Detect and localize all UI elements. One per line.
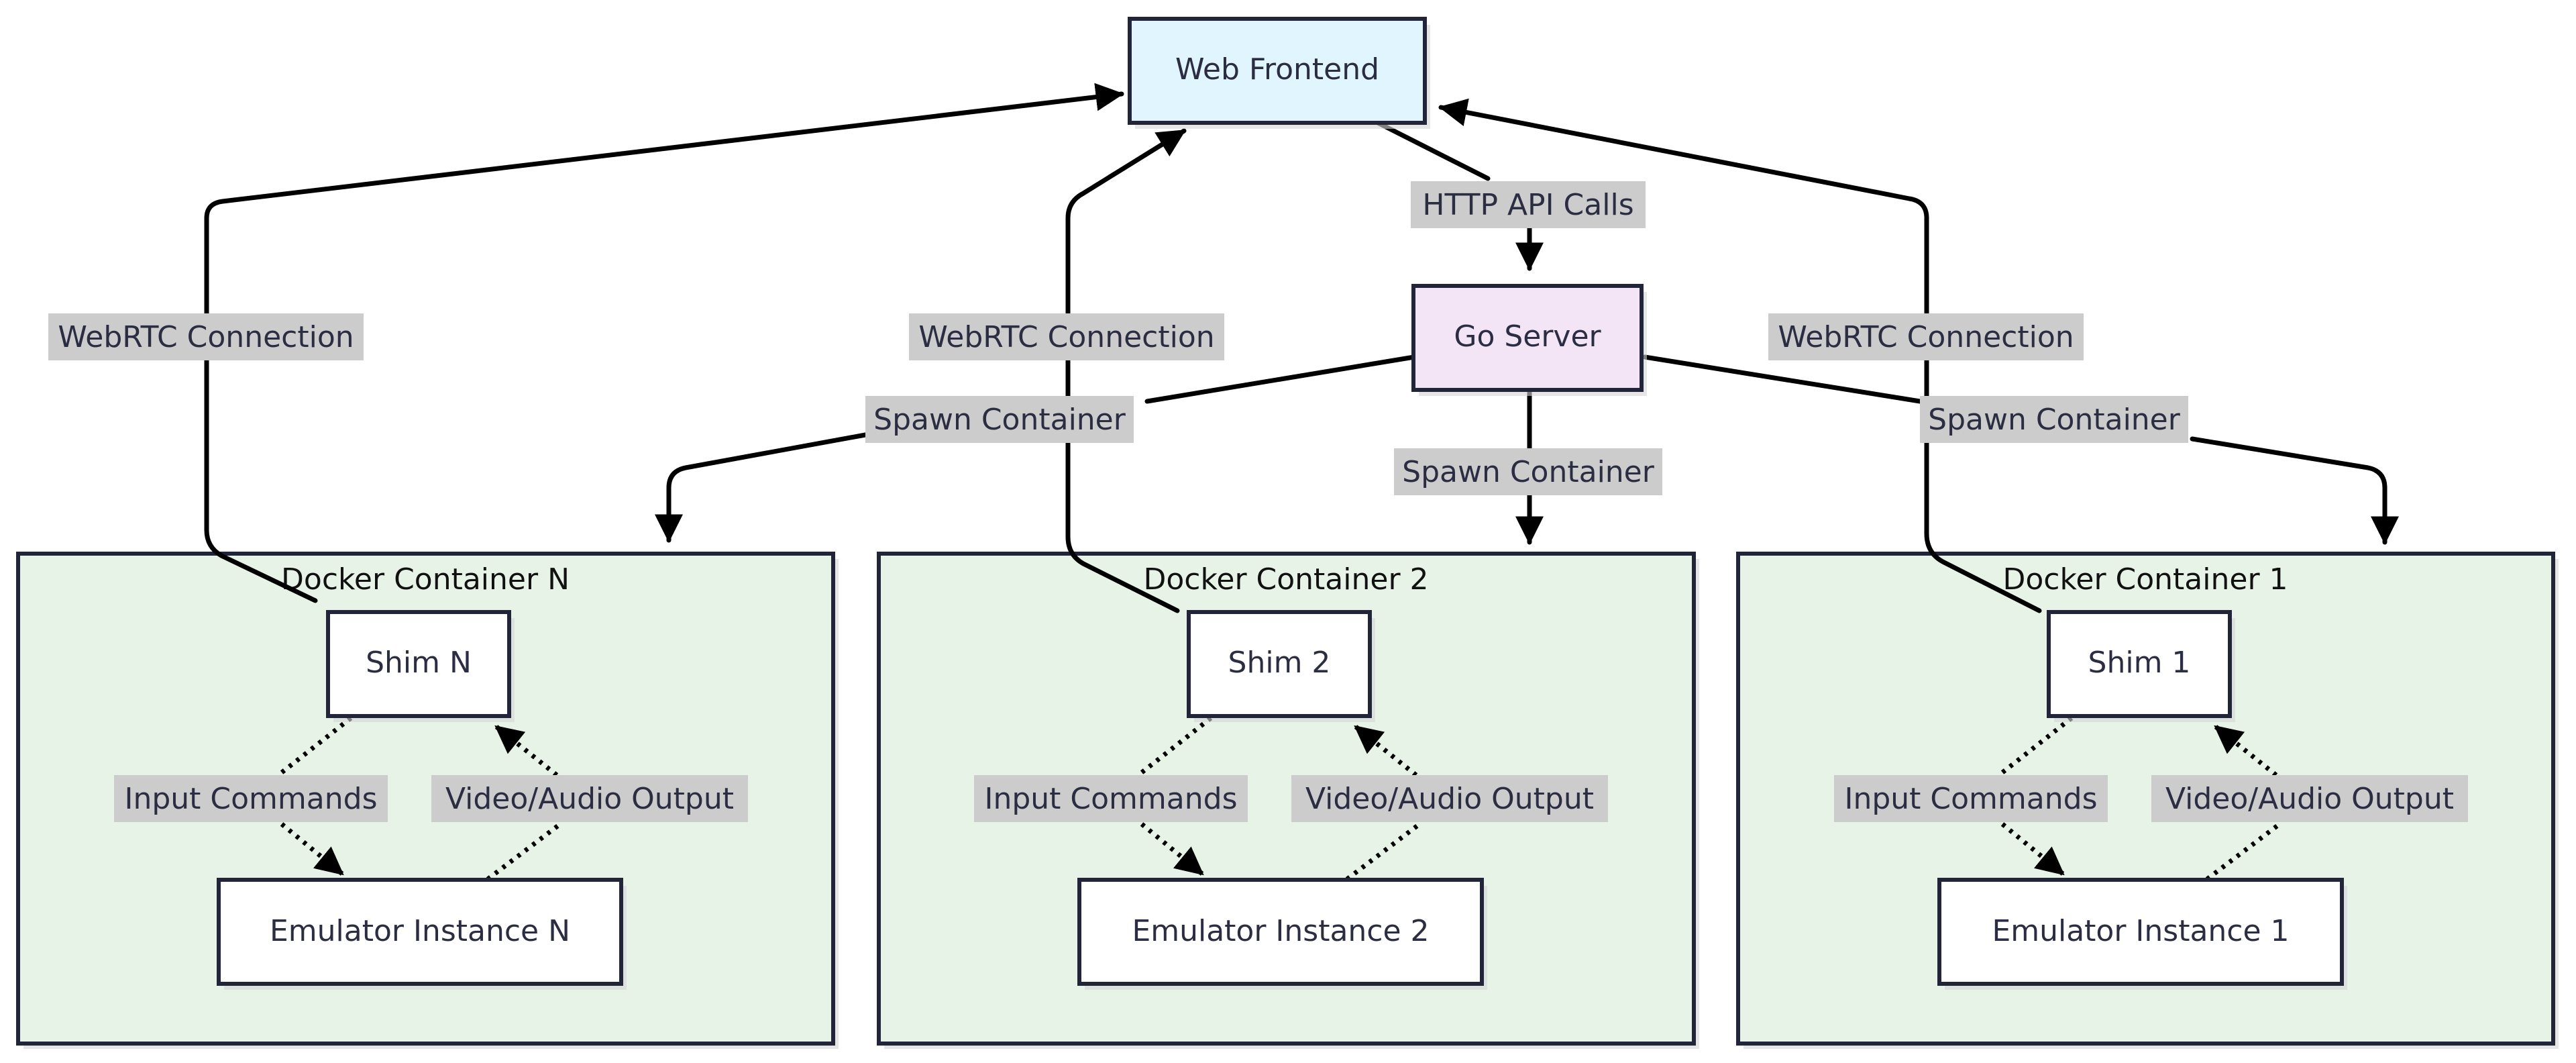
shim-1-label: Shim 1 <box>2088 646 2191 680</box>
web-frontend-label: Web Frontend <box>1175 52 1379 87</box>
go-server-box <box>1411 284 1644 392</box>
dotted-edges-1 <box>1997 716 2282 881</box>
edge-label-input-n: Input Commands <box>114 775 388 822</box>
input-edge-2-upper <box>1136 716 1213 777</box>
webrtc-edge-1 <box>1438 98 2042 613</box>
spawn-edge-1 <box>1642 354 2385 542</box>
shim-2-label: Shim 2 <box>1228 646 1331 680</box>
output-label-n: Video/Audio Output <box>445 782 734 816</box>
edge-label-output-2: Video/Audio Output <box>1291 775 1608 822</box>
web-frontend-node: Web Frontend <box>1128 17 1430 129</box>
emulator-2-label: Emulator Instance 2 <box>1132 914 1429 948</box>
container-2-title: Docker Container 2 <box>1143 562 1428 597</box>
webrtc-edge-n <box>204 83 1124 603</box>
edge-label-webrtc-n: WebRTC Connection <box>48 313 364 360</box>
shim-1-node: Shim 1 <box>2047 610 2235 722</box>
input-edge-1-lower <box>2000 822 2065 876</box>
input-edge-2-lower <box>1140 822 1204 876</box>
edge-label-output-1: Video/Audio Output <box>2151 775 2468 822</box>
output-edge-n-upper <box>494 725 559 777</box>
go-server-node: Go Server <box>1411 284 1647 396</box>
emulator-1-label: Emulator Instance 1 <box>1992 914 2289 948</box>
shim-n-node: Shim N <box>326 610 515 722</box>
web-frontend-box <box>1128 17 1427 125</box>
input-edge-1-upper <box>1997 716 2074 777</box>
webrtc-edge-2 <box>1065 128 1187 613</box>
output-edge-n-lower <box>486 822 562 881</box>
spawn-label-2: Spawn Container <box>1402 455 1655 489</box>
input-label-1: Input Commands <box>1845 782 2098 816</box>
spawn-edge-n <box>669 354 1417 540</box>
input-edge-n-upper <box>276 716 353 777</box>
http-api-label: HTTP API Calls <box>1422 188 1633 222</box>
edge-label-http-api: HTTP API Calls <box>1411 181 1646 228</box>
edge-label-spawn-2: Spawn Container <box>1394 448 1662 495</box>
shim-2-node: Shim 2 <box>1187 610 1375 722</box>
edge-label-webrtc-2: WebRTC Connection <box>909 313 1224 360</box>
input-edge-n-lower <box>280 822 344 876</box>
emulator-1-node: Emulator Instance 1 <box>1937 878 2347 990</box>
shim-2-box <box>1187 610 1372 718</box>
output-label-2: Video/Audio Output <box>1305 782 1594 816</box>
http-api-edge-upper <box>1374 119 1491 181</box>
output-edge-1-upper <box>2214 725 2278 777</box>
output-edge-1-lower <box>2205 822 2282 881</box>
output-edge-2-lower <box>1345 822 1421 881</box>
emulator-n-label: Emulator Instance N <box>270 914 570 948</box>
edge-label-output-n: Video/Audio Output <box>431 775 748 822</box>
emulator-n-box <box>217 878 623 986</box>
container-n-title: Docker Container N <box>281 562 570 597</box>
edge-label-webrtc-1: WebRTC Connection <box>1768 313 2084 360</box>
edge-label-input-2: Input Commands <box>974 775 1248 822</box>
edge-label-input-1: Input Commands <box>1834 775 2108 822</box>
dotted-edges-n <box>276 716 562 881</box>
webrtc-label-1: WebRTC Connection <box>1778 320 2074 354</box>
spawn-label-n: Spawn Container <box>873 403 1126 437</box>
input-label-n: Input Commands <box>125 782 378 816</box>
dotted-edges-2 <box>1136 716 1421 881</box>
emulator-n-node: Emulator Instance N <box>217 878 627 990</box>
emulator-1-box <box>1937 878 2344 986</box>
edge-label-spawn-1: Spawn Container <box>1920 396 2188 443</box>
shim-n-box <box>326 610 511 718</box>
shim-n-label: Shim N <box>366 646 472 680</box>
webrtc-label-n: WebRTC Connection <box>58 320 354 354</box>
emulator-2-node: Emulator Instance 2 <box>1077 878 1487 990</box>
webrtc-label-2: WebRTC Connection <box>918 320 1214 354</box>
output-label-1: Video/Audio Output <box>2165 782 2454 816</box>
spawn-label-1: Spawn Container <box>1928 403 2181 437</box>
input-label-2: Input Commands <box>985 782 1238 816</box>
go-server-label: Go Server <box>1454 319 1601 354</box>
output-edge-2-upper <box>1354 725 1418 777</box>
shim-1-box <box>2047 610 2232 718</box>
emulator-2-box <box>1077 878 1484 986</box>
edge-label-spawn-n: Spawn Container <box>865 396 1134 443</box>
container-1-title: Docker Container 1 <box>2002 562 2288 597</box>
